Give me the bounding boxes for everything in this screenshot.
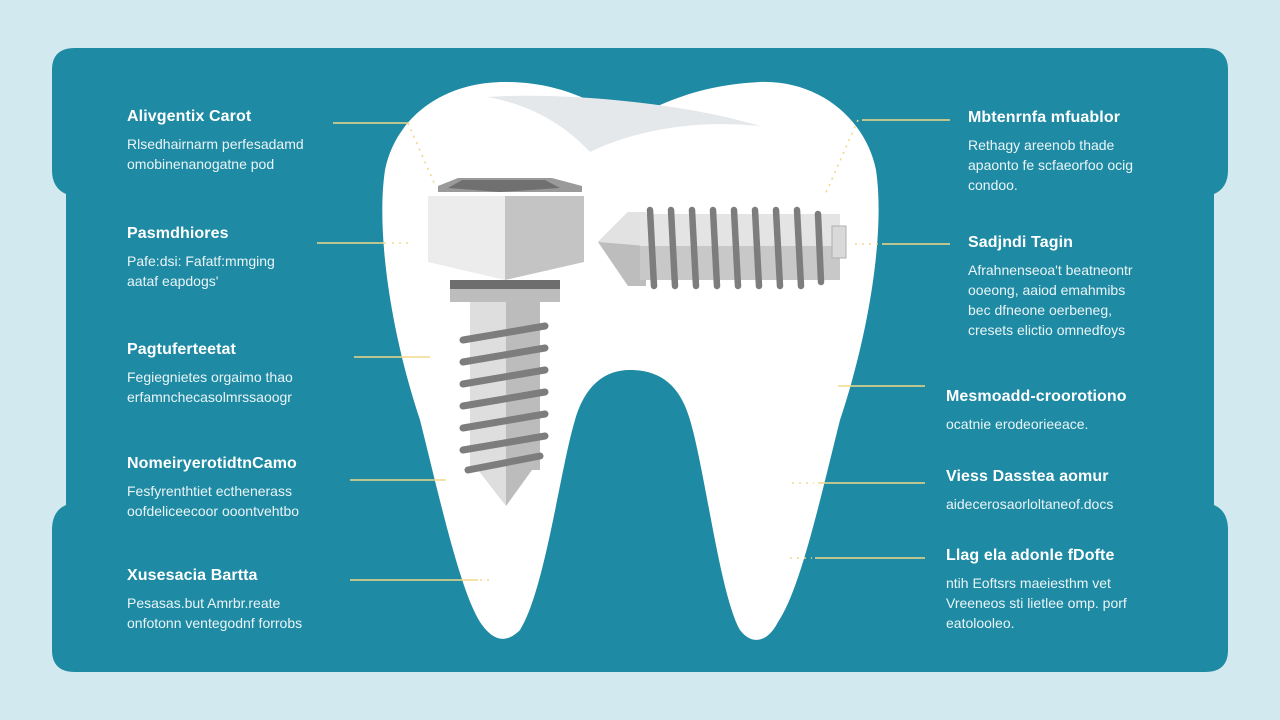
callout-description: Fesfyrenthtiet ecthenerass oofdeliceecoor… <box>127 481 299 521</box>
callout-description: aidecerosaorloltaneof.docs <box>946 494 1113 514</box>
abutment-top-face <box>448 180 560 192</box>
callout-description: Pafe:dsi: Fafatf:mmging aataf eapdogs' <box>127 251 275 291</box>
horizontal-implant <box>598 206 847 290</box>
right-callout-5: Llag ela adonle fDofte ntih Eoftsrs maeie… <box>946 546 1127 633</box>
callout-description-line: cresets elictio omnedfoys <box>968 322 1126 338</box>
callout-description-line: eatolooleo. <box>946 615 1015 631</box>
screw-tip-light <box>598 212 646 246</box>
callout-description-line: Afrahnenseoa't beatneontr <box>968 262 1133 278</box>
callout-title: Mesmoadd-croorotiono <box>946 388 1127 405</box>
callout-description-line: Fesfyrenthtiet ecthenerass <box>127 483 292 499</box>
callout-description-line: Rethagy areenob thade <box>968 137 1115 153</box>
callout-description: Afrahnenseoa't beatneontr ooeong, aaiod e… <box>968 260 1133 340</box>
callout-description-line: omobinenanogatne pod <box>127 156 275 172</box>
callout-title: Llag ela adonle fDofte <box>946 547 1115 564</box>
callout-description-line: onfotonn ventegodnf forrobs <box>127 615 303 631</box>
callout-description-line: ocatnie erodeorieeace. <box>946 416 1089 432</box>
abutment-right-face <box>505 196 584 280</box>
callout-description-line: condoo. <box>968 177 1018 193</box>
right-callout-3: Mesmoadd-croorotiono ocatnie erodeorieeac… <box>946 387 1127 434</box>
right-callout-4: Viess Dasstea aomur aidecerosaorloltaneof… <box>946 467 1113 514</box>
screw-end-cap <box>831 225 847 259</box>
callout-title: Xusesacia Bartta <box>127 567 258 584</box>
callout-title: Pagtuferteetat <box>127 341 236 358</box>
horizontal-threads <box>646 206 825 290</box>
callout-description-line: aataf eapdogs' <box>127 273 219 289</box>
callout-title: Viess Dasstea aomur <box>946 468 1109 485</box>
callout-title: Alivgentix Carot <box>127 108 252 125</box>
callout-description-line: Pafe:dsi: Fafatf:mmging <box>127 253 275 269</box>
callout-description-line: bec dfneone oerbeneg, <box>968 302 1113 318</box>
callout-title: Mbtenrnfa mfuablor <box>968 109 1121 126</box>
abutment-left-face <box>428 196 505 280</box>
callout-description-line: erfamnchecasolmrssaoogr <box>127 389 292 405</box>
callout-description-line: Pesasas.but Amrbr.reate <box>127 595 281 611</box>
abutment-collar-band <box>450 280 560 289</box>
callout-title: NomeiryerotidtnCamo <box>127 455 297 472</box>
callout-description-line: ooeong, aaiod emahmibs <box>968 282 1126 298</box>
callout-description-line: apaonto fe scfaeorfoo ocig <box>968 157 1134 173</box>
leader-lines <box>317 119 950 581</box>
callout-title: Sadjndi Tagin <box>968 234 1074 251</box>
callout-description-line: Fegiegnietes orgaimo thao <box>127 369 293 385</box>
callout-description: ocatnie erodeorieeace. <box>946 414 1127 434</box>
callout-description: Fegiegnietes orgaimo thao erfamnchecasolm… <box>127 367 293 407</box>
callout-description: Pesasas.but Amrbr.reate onfotonn ventegod… <box>127 593 302 633</box>
callout-description-line: oofdeliceecoor ooontvehtbo <box>127 503 300 519</box>
callout-description-line: ntih Eoftsrs maeiesthm vet <box>946 575 1111 591</box>
callout-description-line: aidecerosaorloltaneof.docs <box>946 496 1114 512</box>
screw-threads <box>459 322 549 474</box>
callout-description: Rlsedhairnarm perfesadamd omobinenanogatn… <box>127 134 304 174</box>
vertical-implant <box>428 178 584 506</box>
callout-description: Rethagy areenob thade apaonto fe scfaeorf… <box>968 135 1133 195</box>
callout-title: Pasmdhiores <box>127 225 229 242</box>
callout-description-line: Rlsedhairnarm perfesadamd <box>127 136 304 152</box>
callout-description-line: Vreeneos sti lietlee omp. porf <box>946 595 1127 611</box>
crown-highlight <box>488 95 760 152</box>
